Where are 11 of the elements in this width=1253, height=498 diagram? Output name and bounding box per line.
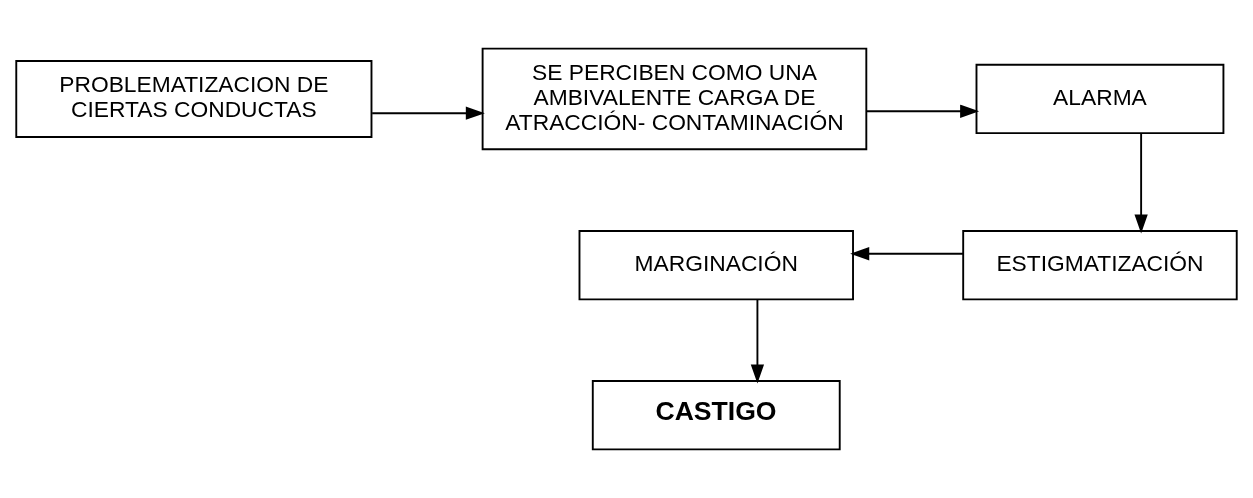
arrow — [1134, 132, 1148, 234]
node-box: ALARMA — [975, 63, 1225, 135]
arrow — [865, 104, 980, 118]
node-box: SE PERCIBEN COMO UNA AMBIVALENTE CARGA DE ATRACCIÓN- CONTAMINACIÓN — [481, 47, 868, 151]
arrow — [850, 247, 964, 261]
node-box: PROBLEMATIZACION DE CIERTAS CONDUCTAS — [15, 60, 373, 138]
node-box: ESTIGMATIZACIÓN — [962, 230, 1238, 301]
node-box: MARGINACIÓN — [578, 230, 854, 301]
arrow — [371, 106, 485, 120]
node-box: CASTIGO — [591, 380, 841, 451]
arrow — [750, 299, 765, 384]
